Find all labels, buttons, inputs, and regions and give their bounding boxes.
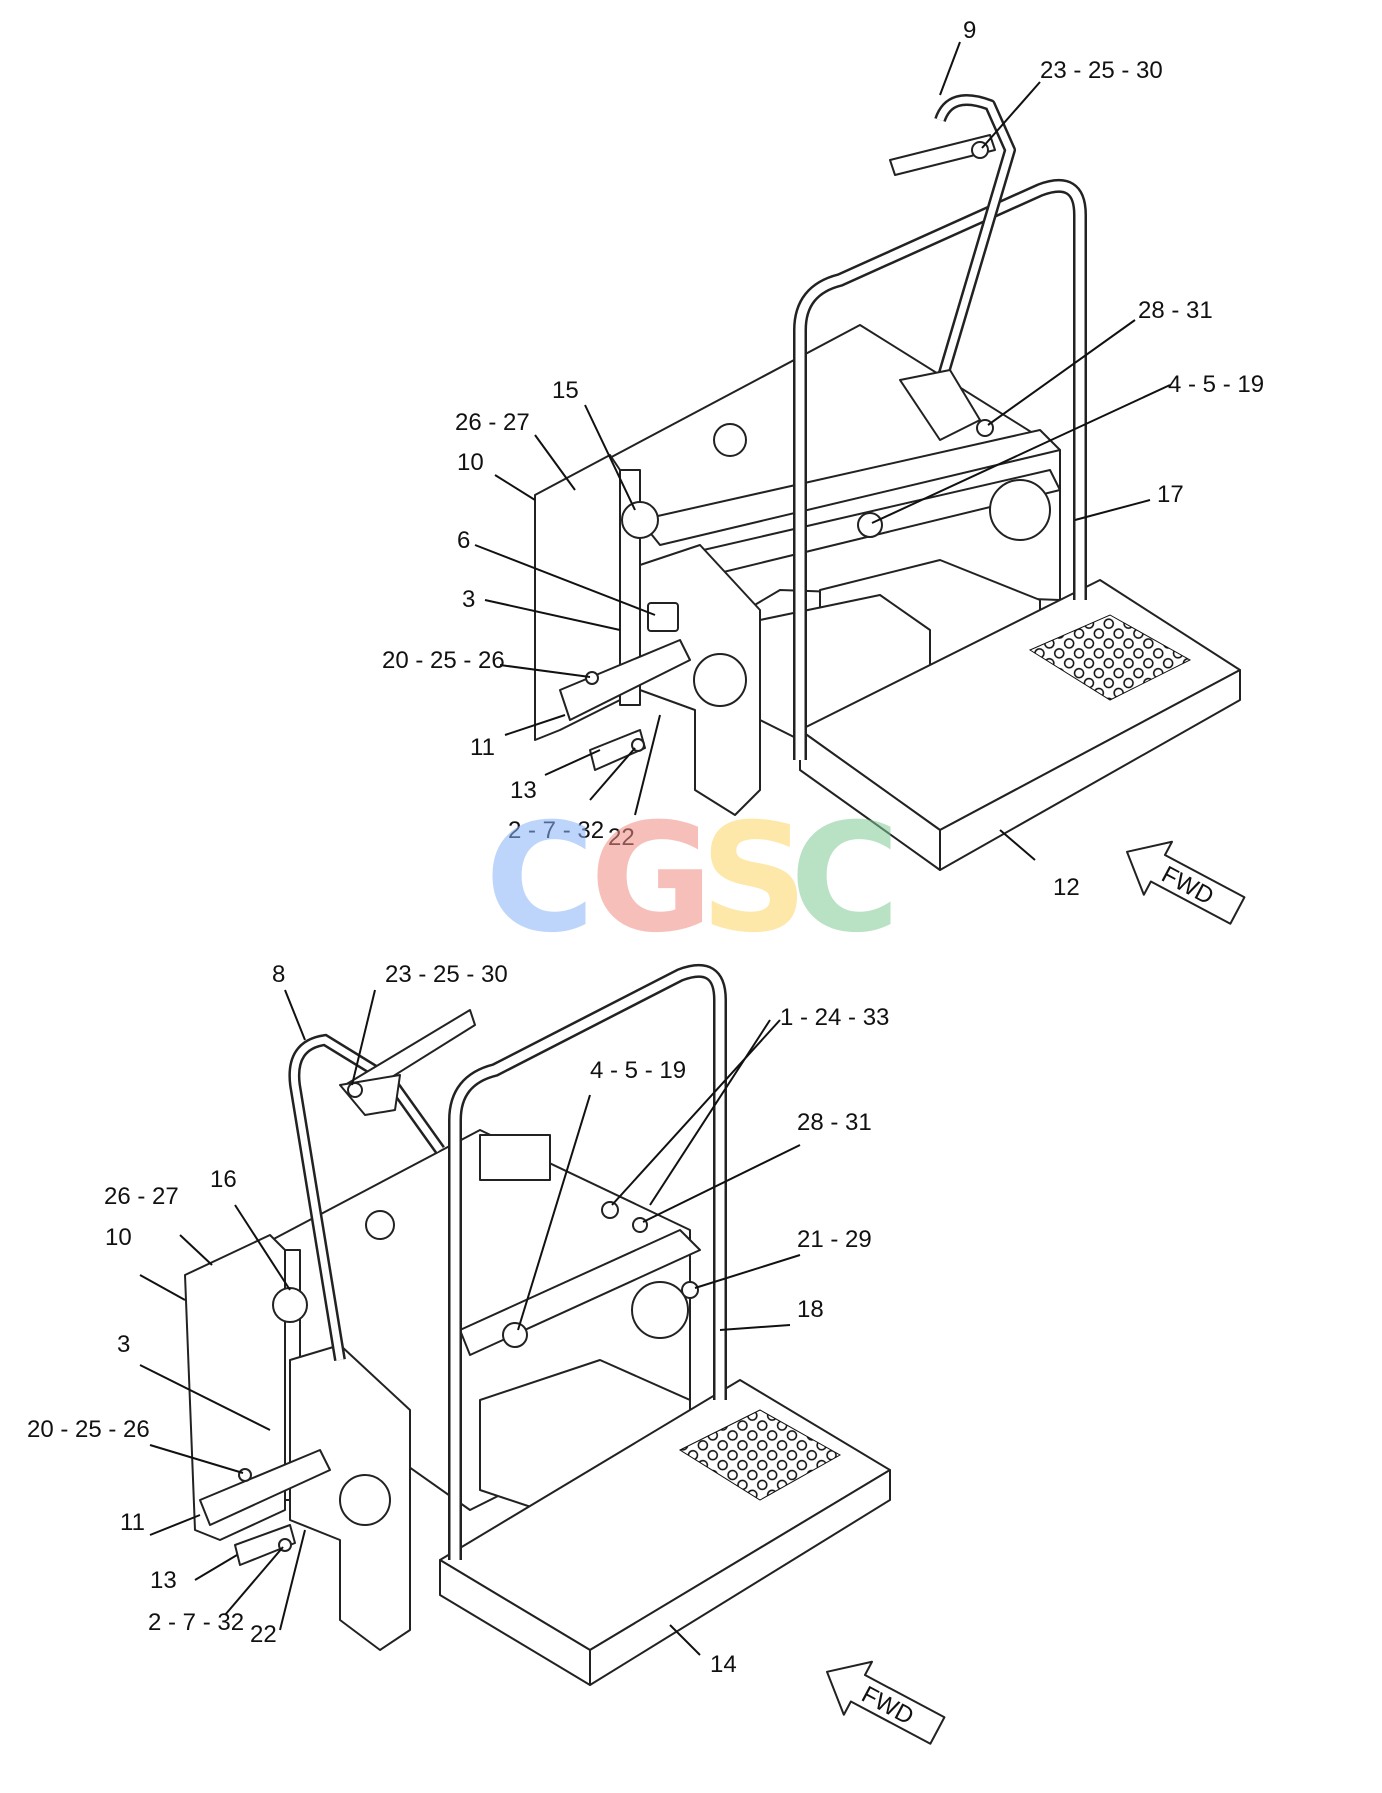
lower-step-mesh bbox=[678, 1409, 842, 1501]
upper-plate-13 bbox=[589, 729, 646, 771]
lower-handrail-8-inner bbox=[290, 1036, 443, 1361]
lower-frame-hole bbox=[365, 1210, 395, 1240]
lower-callout-22: 22 bbox=[250, 1621, 277, 1648]
upper-bar-11 bbox=[559, 639, 691, 721]
watermark-letter-s: S bbox=[700, 792, 808, 966]
lower-step-14-side bbox=[439, 1559, 591, 1686]
upper-callout-9: 9 bbox=[963, 17, 976, 44]
lower-callout-16: 16 bbox=[210, 1166, 237, 1193]
upper-callout-23-25-30: 23 - 25 - 30 bbox=[1040, 57, 1163, 84]
lower-callout-2-7-32: 2 - 7 - 32 bbox=[148, 1609, 244, 1636]
cgsc-watermark: C G S C bbox=[485, 792, 900, 966]
upper-hinge-bracket bbox=[889, 134, 996, 176]
upper-callout-20-25-26: 20 - 25 - 26 bbox=[382, 647, 505, 674]
lower-assembly-view bbox=[184, 964, 891, 1686]
lower-callout-3: 3 bbox=[117, 1331, 130, 1358]
lower-callout-14: 14 bbox=[710, 1651, 737, 1678]
upper-callout-13: 13 bbox=[510, 777, 537, 804]
upper-fitting-15 bbox=[621, 501, 659, 539]
lower-fitting-4-5-19 bbox=[502, 1322, 528, 1348]
upper-fwd-arrow: FWD bbox=[1126, 840, 1246, 925]
upper-mount-plate-hole bbox=[693, 653, 747, 707]
lower-callout-11: 11 bbox=[120, 1509, 145, 1536]
upper-bolt-20-25-26 bbox=[585, 671, 599, 685]
upper-fitting-4-5-19 bbox=[857, 512, 883, 538]
upper-handrail-9-inner bbox=[926, 96, 1014, 421]
lower-callout-8: 8 bbox=[272, 961, 285, 988]
lower-side-hole bbox=[631, 1281, 689, 1339]
upper-callout-12: 12 bbox=[1053, 874, 1080, 901]
watermark-letter-c2: C bbox=[790, 792, 900, 966]
lower-handrail-18-inner bbox=[450, 966, 725, 1560]
upper-callout-15: 15 bbox=[552, 377, 579, 404]
lower-callout-26-27: 26 - 27 bbox=[104, 1183, 179, 1210]
lower-bar-11 bbox=[199, 1449, 331, 1526]
upper-callout-26-27: 26 - 27 bbox=[455, 409, 530, 436]
upper-step-mesh bbox=[1028, 614, 1192, 701]
lower-callout-23-25-30: 23 - 25 - 30 bbox=[385, 961, 508, 988]
upper-callout-17: 17 bbox=[1157, 481, 1184, 508]
upper-bracket-6 bbox=[647, 602, 679, 632]
lower-fitting-16 bbox=[272, 1287, 308, 1323]
lower-bolt-21-29 bbox=[681, 1281, 699, 1299]
upper-callout-22: 22 bbox=[608, 824, 635, 851]
lower-callout-20-25-26: 20 - 25 - 26 bbox=[27, 1416, 150, 1443]
lower-bolt-23-25-30 bbox=[347, 1082, 363, 1098]
upper-callout-4-5-19: 4 - 5 - 19 bbox=[1168, 371, 1264, 398]
lower-leaders bbox=[139, 989, 801, 1656]
lower-plate-13 bbox=[234, 1524, 296, 1566]
upper-callout-11: 11 bbox=[470, 734, 495, 761]
upper-callout-2-7-32: 2 - 7 - 32 bbox=[508, 817, 604, 844]
lower-callouts: 8 23 - 25 - 30 1 - 24 - 33 4 - 5 - 19 28… bbox=[27, 961, 889, 1678]
lower-callout-1-24-33: 1 - 24 - 33 bbox=[780, 1004, 889, 1031]
upper-handrail-17-inner bbox=[795, 181, 1085, 760]
lower-callout-10: 10 bbox=[105, 1224, 132, 1251]
lower-callout-28-31: 28 - 31 bbox=[797, 1109, 872, 1136]
upper-side-hole bbox=[989, 479, 1051, 541]
lower-fwd-arrow: FWD bbox=[826, 1660, 946, 1745]
upper-cross-member bbox=[639, 429, 1061, 546]
lower-fitting-1-24-33 bbox=[601, 1201, 619, 1219]
lower-callout-18: 18 bbox=[797, 1296, 824, 1323]
upper-callout-3: 3 bbox=[462, 586, 475, 613]
watermark-letter-g: G bbox=[590, 792, 713, 966]
upper-callout-10: 10 bbox=[457, 449, 484, 476]
watermark-letter-c1: C bbox=[485, 792, 595, 966]
upper-callouts: 9 23 - 25 - 30 28 - 31 4 - 5 - 19 15 26 … bbox=[382, 17, 1264, 901]
lower-mount-plate-hole bbox=[339, 1474, 391, 1526]
upper-lower-bracket bbox=[899, 369, 981, 441]
lower-frame-opening bbox=[479, 1134, 551, 1181]
lower-bolt-20-25-26 bbox=[238, 1468, 252, 1482]
lower-callout-13: 13 bbox=[150, 1567, 177, 1594]
upper-leaders bbox=[474, 41, 1171, 861]
lower-callout-21-29: 21 - 29 bbox=[797, 1226, 872, 1253]
upper-assembly-view bbox=[534, 94, 1241, 871]
upper-callout-6: 6 bbox=[457, 527, 470, 554]
upper-callout-28-31: 28 - 31 bbox=[1138, 297, 1213, 324]
lower-callout-4-5-19: 4 - 5 - 19 bbox=[590, 1057, 686, 1084]
upper-frame-hole bbox=[713, 423, 747, 457]
